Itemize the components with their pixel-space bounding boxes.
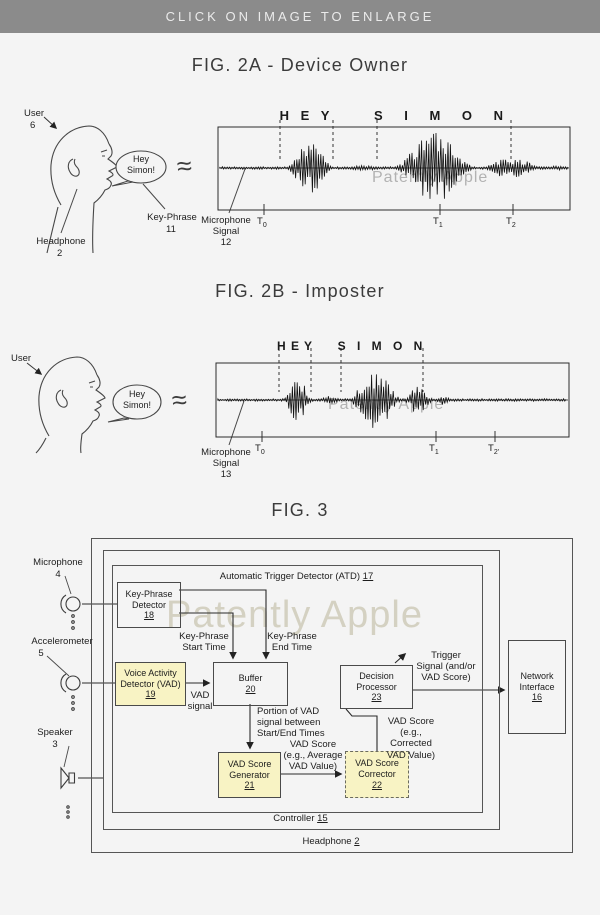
- atd-frame-label: Automatic Trigger Detector (ATD) 17: [219, 571, 374, 582]
- tick-t0-2a: T0: [257, 216, 267, 229]
- tick-t2-2a: T2: [506, 216, 516, 229]
- dp-output-arrow: [395, 652, 407, 663]
- block-buffer: Buffer 20: [213, 662, 288, 706]
- user-pointer-arrow-2a: [44, 117, 58, 129]
- mic-signal-label-2a: Microphone Signal 12: [201, 215, 251, 249]
- fig2b-artwork: [0, 330, 600, 500]
- head-sketch-2b: [36, 357, 105, 453]
- user-label-2b: User: [11, 353, 32, 364]
- trigger-signal-label: Trigger Signal (and/or VAD Score): [416, 650, 476, 684]
- word-hey-2a: H E Y: [279, 108, 334, 123]
- word-simon-2b: S I M O N: [337, 339, 427, 353]
- ear-headphone-2a: [68, 159, 79, 176]
- block-key-phrase-detector: Key-Phrase Detector 18: [117, 582, 181, 628]
- avg-vad-score-label: VAD Score (e.g., Average VAD Value): [283, 739, 343, 773]
- vad-signal-label: VAD signal: [187, 690, 213, 713]
- controller-frame-label: Controller 15: [273, 813, 328, 824]
- time-ticks-2a: [264, 204, 513, 215]
- accelerometer-num: 5: [38, 648, 44, 659]
- headphone-num-2a: 2: [57, 248, 63, 259]
- vsc-to-dp-line: [346, 709, 377, 751]
- kpd-starttime-line: [179, 613, 237, 660]
- speaker-label: Speaker: [37, 727, 73, 738]
- word-simon-2a: S I M O N: [373, 108, 513, 123]
- mic-leader: [65, 576, 71, 594]
- bubble-text-2b: Hey Simon!: [122, 389, 151, 411]
- accelerometer-icon: [61, 674, 80, 710]
- block-vad-score-corrector: VAD Score Corrector 22: [345, 751, 409, 798]
- keyphrase-leader-2a: [143, 184, 165, 209]
- tick-t2p-2b: T2': [488, 443, 500, 456]
- fig2a-title: FIG. 2A - Device Owner: [191, 55, 409, 75]
- enlarge-banner: CLICK ON IMAGE TO ENLARGE: [0, 0, 600, 33]
- fig3: Patently Apple: [0, 520, 600, 915]
- word-boundaries-2b: [279, 348, 423, 392]
- kpd-endtime-line: [179, 590, 270, 660]
- mic-signal-leader-2b: [229, 401, 244, 445]
- waveform-frame-2a: [218, 127, 570, 210]
- user-pointer-arrow-2b: [27, 363, 43, 375]
- fig3-connectors: [0, 520, 506, 915]
- headphone-frame-label: Headphone 2: [302, 836, 360, 847]
- keyphrase-start-time-label: Key-Phrase Start Time: [179, 631, 229, 654]
- speaker-icon: [61, 768, 75, 818]
- microphone-num: 4: [55, 569, 61, 580]
- keyphrase-label-2a: Key-Phrase: [147, 212, 197, 223]
- atd-frame: [112, 565, 483, 813]
- corrected-vad-score-label: VAD Score (e.g., Corrected VAD Value): [386, 716, 436, 761]
- speaker-num: 3: [52, 739, 58, 750]
- mic-signal-label-2b: Microphone Signal 13: [201, 447, 251, 481]
- speaker-leader: [64, 746, 69, 767]
- word-hey-2b: H E Y: [276, 339, 314, 353]
- tick-t0-2b: T0: [255, 443, 265, 456]
- controller-frame: [103, 550, 500, 830]
- time-ticks-2b: [262, 431, 495, 442]
- microphone-label: Microphone: [33, 557, 83, 568]
- user-label-2a: User: [24, 108, 45, 119]
- fig2b-title: FIG. 2B - Imposter: [215, 281, 385, 301]
- fig3-title: FIG. 3: [271, 500, 329, 520]
- speech-bubble-2a: [112, 151, 166, 186]
- ear-2b: [56, 390, 67, 407]
- block-decision-processor: Decision Processor 23: [340, 665, 413, 709]
- waveform-2b: [218, 374, 566, 428]
- accelerometer-label: Accelerometer: [31, 636, 93, 647]
- approx-symbol-2a: ≈: [175, 150, 194, 182]
- bubble-text-2a: Hey Simon!: [126, 154, 155, 176]
- tick-t1-2a: T1: [433, 216, 443, 229]
- user-num-2a: 6: [30, 120, 36, 131]
- headphone-leader-2a: [61, 189, 77, 233]
- keyphrase-num-2a: 11: [166, 224, 176, 235]
- block-voice-activity-detector: Voice Activity Detector (VAD) 19: [115, 662, 186, 706]
- approx-symbol-2b: ≈: [170, 384, 189, 416]
- head-sketch-2a: [47, 126, 117, 253]
- waveform-frame-2b: [216, 363, 569, 437]
- waveform-2a: [220, 133, 568, 199]
- mic-signal-leader-2a: [229, 169, 245, 213]
- enlarge-banner-text: CLICK ON IMAGE TO ENLARGE: [165, 9, 435, 24]
- keyphrase-end-time-label: Key-Phrase End Time: [267, 631, 317, 654]
- fig2b: Patently Apple: [0, 330, 600, 500]
- accel-leader: [47, 656, 69, 676]
- headphone-frame: [91, 538, 573, 853]
- watermark-fig3: Patently Apple: [166, 594, 423, 636]
- portion-label: Portion of VAD signal between Start/End …: [257, 706, 325, 740]
- fig2a-artwork: [0, 95, 600, 280]
- block-network-interface: Network Interface 16: [508, 640, 566, 734]
- fig2a: Patently Apple: [0, 95, 600, 280]
- block-vad-score-generator: VAD Score Generator 21: [218, 752, 281, 798]
- word-boundaries-2a: [280, 120, 511, 162]
- headphone-label-2a: Headphone: [36, 236, 86, 247]
- microphone-icon: [61, 595, 80, 629]
- speech-bubble-2b: [108, 385, 161, 422]
- tick-t1-2b: T1: [429, 443, 439, 456]
